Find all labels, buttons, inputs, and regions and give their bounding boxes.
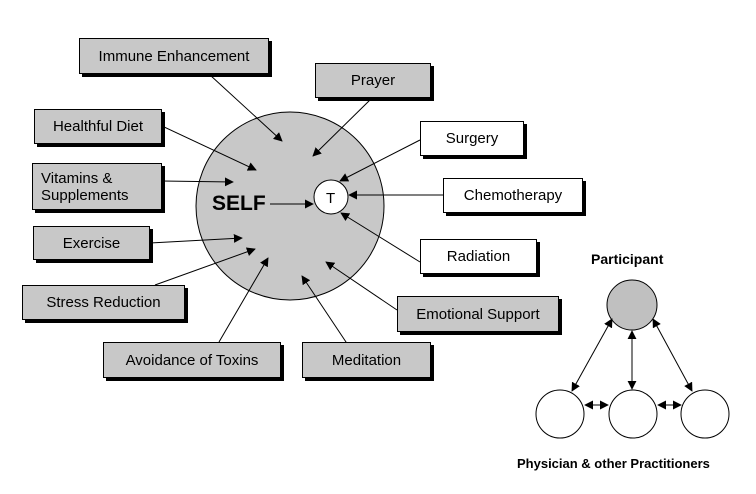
radiation-box: Radiation [420,239,537,274]
arrow-radiation [340,212,421,263]
arrow-emotional [325,261,398,311]
arrow-diet [161,125,257,171]
link-participant-right [652,318,693,392]
immune-enhancement-box: Immune Enhancement [79,38,269,74]
vitamins-line2: Supplements [41,186,129,204]
exercise-box: Exercise [33,226,150,260]
arrow-toxins [218,257,269,343]
practitioner-node-right [680,389,730,439]
vitamins-supplements-box: Vitamins & Supplements [32,163,162,210]
prayer-box: Prayer [315,63,431,98]
emotional-support-box: Emotional Support [397,296,559,332]
surgery-box: Surgery [420,121,524,156]
healthful-diet-box: Healthful Diet [34,109,162,144]
arrow-stress [154,247,256,286]
arrow-prayer [312,97,373,157]
arrow-meditation [301,275,349,346]
meditation-box: Meditation [302,342,431,378]
arrow-immune [209,74,283,142]
vitamins-line1: Vitamins & [41,169,113,187]
arrow-surgery [339,139,421,182]
chemotherapy-box: Chemotherapy [443,178,583,213]
stress-reduction-box: Stress Reduction [22,285,185,320]
practitioner-node-left [535,389,585,439]
target-label: T [326,190,335,207]
arrow-vitamins [161,177,234,187]
target-circle [313,179,349,215]
link-participant-left [571,318,613,392]
practitioner-node-middle [608,389,658,439]
participant-label: Participant [591,251,664,267]
avoidance-toxins-box: Avoidance of Toxins [103,342,281,378]
self-label: SELF [212,192,266,215]
arrow-exercise [149,233,243,244]
practitioners-label: Physician & other Practitioners [517,456,710,471]
participant-node [606,279,658,331]
